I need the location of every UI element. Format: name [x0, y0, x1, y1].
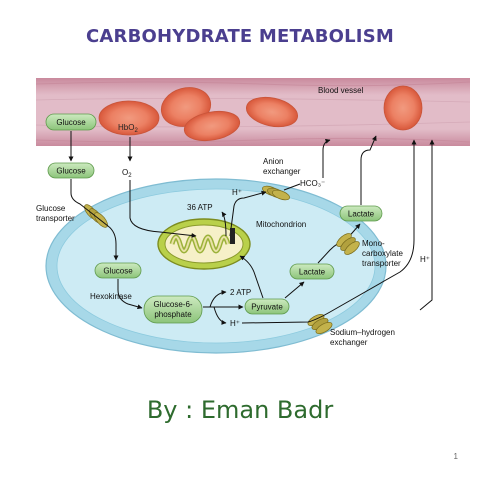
glucose-transporter-label-2: transporter [36, 214, 75, 223]
vessel-glucose-pill [45, 113, 97, 131]
arrow-2atp [209, 289, 227, 308]
arrow-glucose-transport [70, 179, 119, 261]
page-number: 1 [453, 452, 458, 461]
arrow-o2-to-mito [129, 180, 197, 238]
anion-exchanger [262, 185, 290, 201]
thirtysix-atp-label: 36 ATP [187, 203, 213, 212]
mct-label-2: carboxylate [362, 249, 403, 258]
outer-glucose-label: Glucose [56, 167, 86, 176]
outer-lactate-pill [339, 205, 383, 222]
mitochondrion-label: Mitochondrion [256, 220, 306, 229]
arrow-mito-to-36atp [221, 211, 227, 237]
arrow-pyruvate-to-mito [239, 255, 264, 299]
nhe-label-1: Sodium–hydrogen [330, 328, 395, 337]
two-atp-label: 2 ATP [230, 288, 251, 297]
mitochondrion [157, 218, 251, 270]
hexokinase-label: Hexokinase [90, 292, 132, 301]
blood-vessel-label: Blood vessel [318, 86, 364, 95]
monocarboxylate-transporter [336, 233, 360, 255]
mito-complex [230, 228, 235, 244]
g6p-label-2: phosphate [154, 310, 192, 319]
hco3-label: HCO₃⁻ [300, 179, 325, 188]
arrow-glucose-to-g6p [117, 279, 143, 310]
pyruvate-pill [244, 298, 290, 315]
cell-glucose-pill [94, 262, 142, 279]
inner-lactate-label: Lactate [299, 268, 326, 277]
cell-glucose-label: Glucose [103, 267, 133, 276]
vessel-glucose-label: Glucose [56, 118, 86, 127]
h-plus-lower-label: H⁺ [230, 319, 240, 328]
red-blood-cells [98, 85, 423, 142]
glucose-transporter-label-1: Glucose [36, 204, 66, 213]
arrow-mito-h-plus [229, 190, 267, 237]
outer-lactate-label: Lactate [348, 210, 375, 219]
h-plus-right-label: H⁺ [420, 255, 430, 264]
nhe-label-2: exchanger [330, 338, 368, 347]
author-credit: By : Eman Badr [146, 396, 334, 424]
anion-exchanger-label-1: Anion [263, 157, 283, 166]
arrow-lactate-to-vessel [360, 135, 377, 205]
g6p-pill [143, 295, 203, 324]
line-anion-to-hco3 [283, 183, 301, 191]
hbo2-label: HbO2 [118, 123, 138, 134]
arrow-pyruvate-to-lactate [284, 281, 305, 299]
o2-label: O2 [122, 168, 132, 179]
sodium-hydrogen-exchanger [307, 313, 333, 335]
outer-glucose-pill [47, 162, 95, 179]
arrow-hco3-to-vessel [322, 138, 331, 178]
g6p-label-1: Glucose-6- [153, 300, 192, 309]
arrow-h-plus-to-vessel [241, 139, 417, 324]
inner-lactate-pill [289, 263, 335, 280]
arrow-right-up [419, 139, 435, 311]
mct-label-3: transporter [362, 259, 401, 268]
slide-title: CARBOHYDRATE METABOLISM [86, 26, 394, 47]
arrow-h-plus-lower [213, 306, 227, 325]
anion-exchanger-label-2: exchanger [263, 167, 301, 176]
pyruvate-label: Pyruvate [251, 303, 283, 312]
h-plus-mito-label: H⁺ [232, 188, 242, 197]
mct-label-1: Mono- [362, 239, 385, 248]
